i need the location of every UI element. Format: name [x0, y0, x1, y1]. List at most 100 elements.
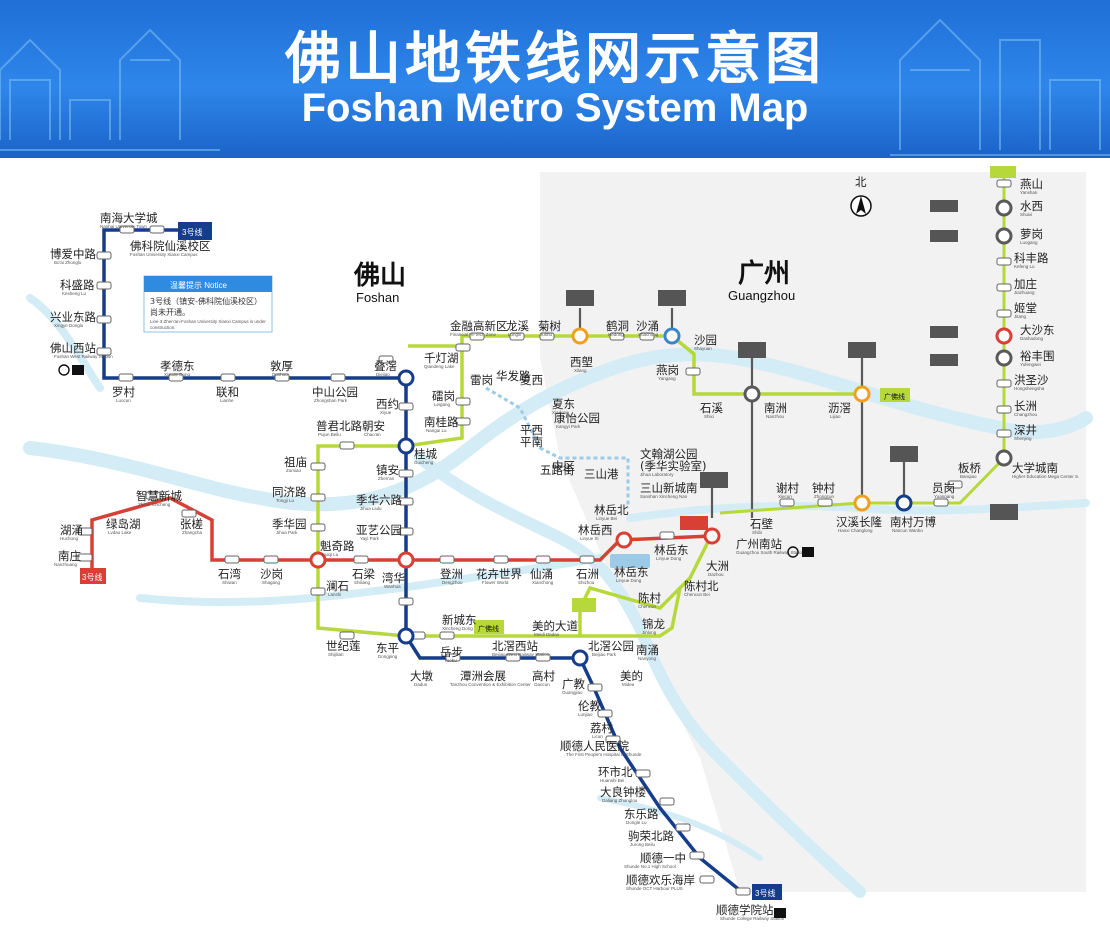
svg-text:Zhangcha: Zhangcha — [182, 530, 203, 535]
station-nanyong: 南涌 — [636, 643, 659, 657]
svg-text:Lunjiao: Lunjiao — [578, 712, 593, 717]
station-markers — [77, 179, 1012, 896]
svg-text:Nancun Wanbo: Nancun Wanbo — [892, 528, 923, 533]
svg-text:Shunde No.1 High School: Shunde No.1 High School — [624, 864, 676, 869]
metro-map[interactable]: 3号线 3号线 3号线 广佛线 广佛线 温馨提示 Notice 3号线（镇安-佛… — [0, 158, 1110, 934]
svg-text:Dunhou: Dunhou — [272, 372, 288, 377]
svg-text:Shibi: Shibi — [752, 530, 762, 535]
station-xinchengdong: 新城东 — [442, 613, 477, 627]
transfer-stations — [309, 199, 1013, 667]
station-pingxi: 平西 — [520, 423, 543, 437]
svg-text:Xiyue: Xiyue — [380, 410, 392, 415]
notice-en2: construction. — [150, 325, 176, 330]
station-dxcn: 大学城南 — [1012, 461, 1058, 475]
transfer-hint — [610, 554, 650, 568]
station-shiliang: 石梁 — [352, 567, 375, 581]
station-huanshibei: 环市北 — [598, 765, 633, 779]
svg-text:Jihua Park: Jihua Park — [276, 530, 298, 535]
station-meididadao: 美的大道 — [532, 619, 578, 633]
line3-badge-south-text: 3号线 — [755, 888, 775, 898]
guangfo-badge-2-text: 广佛线 — [478, 624, 499, 633]
svg-text:Shiwan: Shiwan — [222, 580, 237, 585]
svg-text:Financial Hi-Tech Zone: Financial Hi-Tech Zone — [450, 332, 497, 337]
svg-text:Yangang: Yangang — [658, 376, 676, 381]
station-yuebu: 岳步 — [440, 645, 463, 659]
station-lanshi: 澜石 — [326, 579, 349, 593]
station-lunjiao: 伦教 — [578, 699, 601, 713]
svg-text:Yanshan: Yanshan — [1020, 190, 1038, 195]
station-shiwan: 石湾 — [218, 567, 241, 581]
svg-text:Shunde OCT Harbour PLUS: Shunde OCT Harbour PLUS — [626, 886, 683, 891]
svg-text:Jihua Liulu: Jihua Liulu — [360, 506, 382, 511]
station-dieluo: 叠滘 — [374, 359, 397, 373]
svg-text:Zhongcun: Zhongcun — [814, 494, 835, 499]
svg-text:Beijiao West Railway Station: Beijiao West Railway Station — [492, 652, 550, 657]
line3-badge-south — [752, 884, 782, 900]
station-labels: 南海大学城 Nanhai University Town 佛科院仙溪校区 Fos… — [50, 177, 1079, 921]
svg-text:Yuebu: Yuebu — [444, 658, 457, 663]
svg-text:Xiecun: Xiecun — [778, 494, 792, 499]
rivers — [23, 294, 1093, 898]
svg-text:Tongji Lu: Tongji Lu — [276, 498, 295, 503]
svg-text:Nanzhou: Nanzhou — [766, 414, 785, 419]
svg-text:Guangjiao: Guangjiao — [562, 690, 583, 695]
station-linyuebei: 林岳北 — [594, 503, 629, 517]
station-wulujie: 五路街 — [540, 463, 575, 477]
station-linyuedong2: 林岳东 — [614, 565, 649, 579]
station-xilang: 西塱 — [570, 355, 593, 369]
svg-text:Shunde College Railway Station: Shunde College Railway Station — [720, 916, 785, 921]
svg-text:Guangzhou South Railway Statio: Guangzhou South Railway Station — [736, 550, 805, 555]
compass-icon: 北 — [850, 175, 872, 217]
svg-text:Nanhai University Town: Nanhai University Town — [100, 224, 147, 229]
station-qiangang: 雷岗 — [470, 373, 493, 387]
svg-text:Kefeng Lu: Kefeng Lu — [1014, 264, 1035, 269]
svg-text:Shenjing: Shenjing — [1014, 436, 1032, 441]
gz-line-tags — [566, 166, 1018, 612]
svg-text:Linyue Xi: Linyue Xi — [580, 536, 599, 541]
station-wenhan: 文翰湖公园 — [640, 447, 698, 461]
map-title-english: Foshan Metro System Map — [301, 86, 809, 130]
skyline-right-decoration — [890, 18, 1110, 156]
svg-text:Diejiao: Diejiao — [376, 372, 390, 377]
svg-text:Shizhou: Shizhou — [578, 580, 595, 585]
station-shizhou: 石洲 — [576, 567, 599, 581]
station-huahuishijie: 花卉世界 — [476, 567, 522, 581]
svg-text:Shijilian: Shijilian — [328, 652, 344, 657]
svg-text:Jitang: Jitang — [1014, 314, 1027, 319]
station-lvdaohu: 绿岛湖 — [106, 517, 141, 531]
region-guangzhou-en: Guangzhou — [728, 288, 795, 303]
station-zhenan: 镇安 — [376, 463, 399, 477]
svg-text:Jiazhuang: Jiazhuang — [1014, 290, 1035, 295]
station-zumiao: 祖庙 — [284, 455, 307, 469]
station-xianyong: 仙涌 — [530, 567, 553, 581]
svg-text:Lianhe: Lianhe — [220, 398, 234, 403]
svg-text:Chencun Bei: Chencun Bei — [684, 592, 710, 597]
station-jushu: 菊树 — [538, 319, 561, 333]
svg-text:Zumiao: Zumiao — [286, 468, 302, 473]
station-banqiao: 板桥 — [958, 461, 981, 475]
station-shijilian: 世纪莲 — [326, 639, 361, 653]
line2-badge-west — [80, 568, 106, 584]
svg-text:Nanzhuang: Nanzhuang — [54, 562, 78, 567]
svg-text:Shagang: Shagang — [262, 580, 281, 585]
station-shuixi: 水西 — [1020, 199, 1043, 213]
svg-text:Higher Education Mega Center S: Higher Education Mega Center S. — [1012, 474, 1079, 479]
svg-text:Xianchong: Xianchong — [532, 580, 554, 585]
region-foshan: 佛山 — [353, 261, 406, 291]
station-beijiaoxi: 北滘西站 — [492, 639, 538, 653]
station-hedong: 鹤洞 — [606, 319, 629, 333]
station-xiaodedong: 孝德东 — [160, 359, 195, 373]
line-3 — [102, 228, 744, 894]
station-jinlong: 锦龙 — [642, 617, 665, 631]
svg-text:Chao'an: Chao'an — [364, 432, 381, 437]
svg-text:The First People's Hospital of: The First People's Hospital of Shunde — [566, 752, 642, 757]
svg-text:Lvdao Lake: Lvdao Lake — [108, 530, 132, 535]
svg-text:Guicheng: Guicheng — [414, 460, 434, 465]
station-donglelu: 东乐路 — [624, 807, 659, 821]
map-title-chinese: 佛山地铁线网示意图 — [285, 27, 825, 92]
station-guicheng: 桂城 — [414, 447, 437, 461]
station-dunhou: 敦厚 — [270, 359, 293, 373]
station-sanshangang: 三山港 — [584, 467, 619, 481]
station-beijiaogongyuan: 北滘公园 — [588, 639, 634, 653]
svg-text:Dadun: Dadun — [414, 682, 428, 687]
